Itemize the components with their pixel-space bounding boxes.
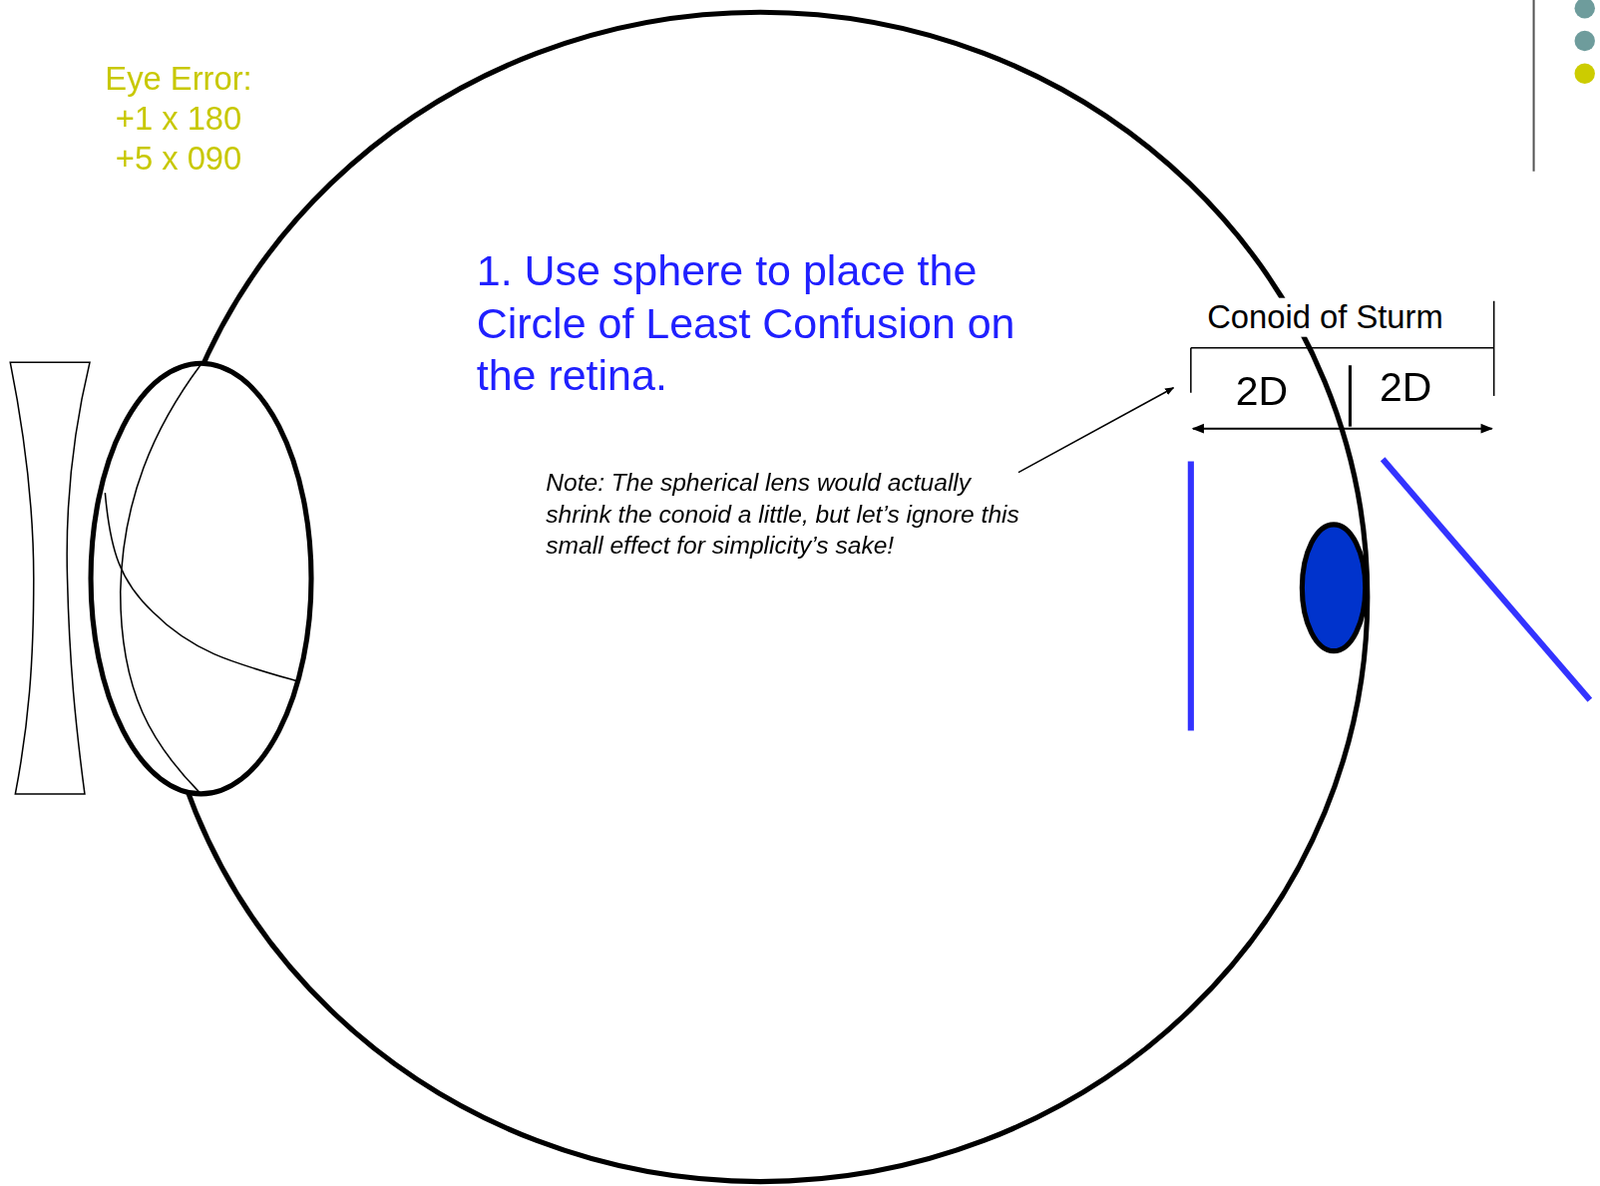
lens-curve [104,492,299,682]
eye-error-value: +1 x 180 [60,98,296,139]
deco-dot [1574,0,1595,18]
step-instruction: 1. Use sphere to place the Circle of Lea… [476,245,1080,402]
note-text: Note: The spherical lens would actually … [545,466,1031,562]
leader-arrow [1018,388,1174,473]
focal-line [1382,458,1591,700]
conoid-label: Conoid of Sturm [1203,298,1447,338]
concave-lens [9,362,90,795]
bracket-line [1191,347,1495,350]
dimension-arrow [1193,427,1493,430]
eyeball-outline [152,11,1367,1182]
dioptre-label: 2D [1235,368,1288,413]
eye-error-title: Eye Error: [60,58,296,99]
lens-curve [120,364,202,793]
circle-of-least-confusion [1301,524,1365,652]
bracket-line [1190,348,1193,394]
eye-lens [90,363,312,795]
deco-dot [1574,62,1595,83]
eye-error-value: +5 x 090 [60,138,296,179]
focal-line [1188,460,1195,731]
deco-line [1533,0,1536,172]
divider-line [1348,365,1352,426]
deco-dot [1574,30,1595,51]
dioptre-label: 2D [1379,364,1432,409]
